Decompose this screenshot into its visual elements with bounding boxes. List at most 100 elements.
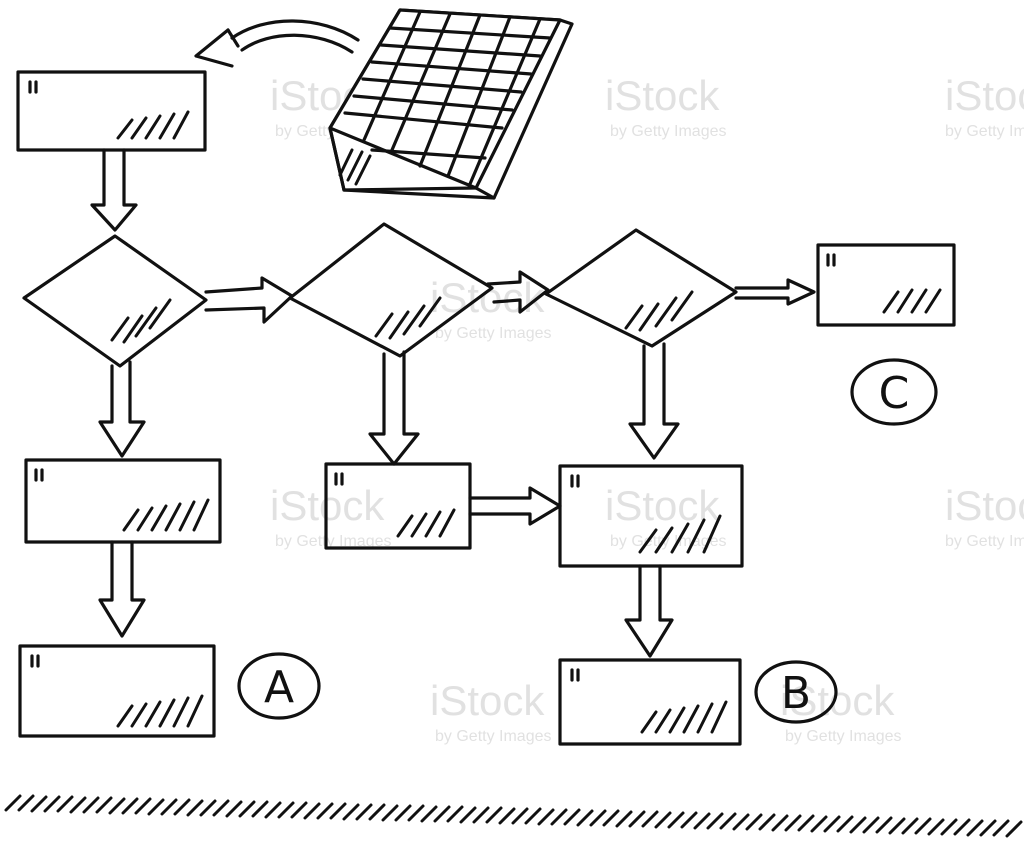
ground-hatch-stroke bbox=[420, 805, 438, 823]
label-c-text: C bbox=[879, 368, 910, 419]
ground-hatch-stroke bbox=[43, 795, 61, 813]
ground-hatch-stroke bbox=[641, 810, 659, 828]
ground-hatch-stroke bbox=[4, 794, 22, 812]
right-middle-box bbox=[558, 464, 744, 568]
ground-hatch-stroke bbox=[784, 814, 802, 832]
ground-hatch-stroke bbox=[56, 795, 74, 813]
svg-text:iStock: iStock bbox=[430, 274, 545, 321]
svg-text:iStock: iStock bbox=[605, 72, 720, 119]
ground-hatch-stroke bbox=[563, 808, 581, 826]
left-middle-box bbox=[24, 458, 222, 544]
ground-hatch-stroke bbox=[732, 813, 750, 831]
ground-hatch-stroke bbox=[407, 804, 425, 822]
arrow-decision-2-to-center-box bbox=[368, 350, 420, 466]
svg-text:by Getty Images: by Getty Images bbox=[275, 533, 392, 550]
watermark-6: iStock by Getty Images bbox=[430, 677, 552, 745]
ground-hatch-stroke bbox=[524, 807, 542, 825]
ground-hatch-stroke bbox=[667, 811, 685, 829]
ground-hatch-stroke bbox=[810, 815, 828, 833]
svg-text:by Getty Images: by Getty Images bbox=[610, 533, 727, 550]
decision-3-diamond bbox=[544, 228, 738, 348]
svg-text:iStock: iStock bbox=[945, 72, 1024, 119]
ground-hatch-stroke bbox=[953, 818, 971, 836]
ground-hatch-stroke bbox=[680, 811, 698, 829]
ground-hatch-stroke bbox=[355, 803, 373, 821]
ground-hatch-stroke bbox=[862, 816, 880, 834]
ground-hatch-stroke bbox=[108, 797, 126, 815]
ground-hatch-stroke bbox=[914, 817, 932, 835]
arrow-start-to-decision-1 bbox=[90, 148, 138, 232]
ground-hatch-stroke bbox=[459, 806, 477, 824]
ground-hatch-stroke bbox=[342, 803, 360, 821]
svg-text:by Getty Images: by Getty Images bbox=[785, 728, 902, 745]
ground-hatch-stroke bbox=[875, 816, 893, 834]
svg-text:by Getty Images: by Getty Images bbox=[945, 123, 1024, 140]
ground-hatch-stroke bbox=[225, 800, 243, 818]
svg-text:by Getty Images: by Getty Images bbox=[610, 123, 727, 140]
ground-hatch-stroke bbox=[979, 819, 997, 837]
svg-text:iStock: iStock bbox=[270, 482, 385, 529]
ground-hatch-stroke bbox=[186, 799, 204, 817]
ground-hatch-stroke bbox=[212, 799, 230, 817]
ground-hatch-stroke bbox=[758, 813, 776, 831]
watermarks: iStock by Getty Images iStock by Getty I… bbox=[270, 72, 1024, 745]
decision-2-diamond bbox=[288, 222, 494, 358]
ground-hatch-stroke bbox=[836, 815, 854, 833]
label-c-marker: C bbox=[850, 358, 938, 426]
ground-hatch-stroke bbox=[628, 810, 646, 828]
ground-hatch-stroke bbox=[654, 811, 672, 829]
arrow-decision-1-to-left-box bbox=[98, 360, 146, 458]
arrow-decision-1-to-decision-2 bbox=[204, 276, 294, 324]
ground-hatch-stroke bbox=[940, 818, 958, 836]
ground-hatch-stroke bbox=[745, 813, 763, 831]
arrow-right-box-to-box-b bbox=[624, 564, 674, 658]
svg-text:by Getty Images: by Getty Images bbox=[945, 533, 1024, 550]
watermark-9: iStock by Getty Images bbox=[945, 482, 1024, 550]
ground-hatch-stroke bbox=[550, 808, 568, 826]
label-a-text: A bbox=[264, 662, 294, 713]
watermark-4: iStock by Getty Images bbox=[270, 482, 392, 550]
arrow-decision-2-to-decision-3 bbox=[486, 270, 550, 314]
ground-hatch-stroke bbox=[576, 809, 594, 827]
ground-hatch-stroke bbox=[251, 800, 269, 818]
ground-hatch-stroke bbox=[147, 798, 165, 816]
ground-hatch-stroke bbox=[823, 815, 841, 833]
ground-hatch-stroke bbox=[693, 812, 711, 830]
watermark-5: iStock by Getty Images bbox=[605, 482, 727, 550]
ground-hatch-stroke bbox=[30, 795, 48, 813]
center-middle-box bbox=[324, 462, 472, 550]
ground-hatch-stroke bbox=[498, 807, 516, 825]
curved-arrow bbox=[194, 19, 360, 68]
ground-hatch-stroke bbox=[316, 802, 334, 820]
box-c bbox=[816, 243, 956, 327]
watermark-3: iStock by Getty Images bbox=[430, 274, 552, 342]
ground-hatch-stroke bbox=[199, 799, 217, 817]
watermark-7: iStock by Getty Images bbox=[780, 677, 902, 745]
svg-text:by Getty Images: by Getty Images bbox=[435, 325, 552, 342]
ground-hatch-stroke bbox=[303, 802, 321, 820]
ground-hatch-stroke bbox=[160, 798, 178, 816]
label-b-marker: B bbox=[754, 660, 838, 724]
arrow-left-box-to-box-a bbox=[98, 540, 146, 638]
ground-hatch-stroke bbox=[849, 816, 867, 834]
ground-hatch-stroke bbox=[433, 805, 451, 823]
ground-hatch-stroke bbox=[797, 814, 815, 832]
ground-hatch bbox=[4, 794, 1023, 838]
svg-text:iStock: iStock bbox=[430, 677, 545, 724]
arrow-decision-3-to-box-c bbox=[734, 278, 816, 306]
ground-hatch-stroke bbox=[966, 819, 984, 837]
ground-hatch-stroke bbox=[446, 805, 464, 823]
ground-hatch-stroke bbox=[173, 798, 191, 816]
ground-hatch-stroke bbox=[381, 804, 399, 822]
ground-hatch-stroke bbox=[329, 802, 347, 820]
ground-hatch-stroke bbox=[771, 814, 789, 832]
ground-hatch-stroke bbox=[927, 818, 945, 836]
ground-hatch-stroke bbox=[95, 796, 113, 814]
ground-hatch-stroke bbox=[69, 796, 87, 814]
start-box bbox=[16, 70, 207, 152]
svg-text:iStock: iStock bbox=[945, 482, 1024, 529]
ground-hatch-stroke bbox=[238, 800, 256, 818]
box-b bbox=[558, 658, 742, 746]
svg-text:iStock: iStock bbox=[780, 677, 895, 724]
